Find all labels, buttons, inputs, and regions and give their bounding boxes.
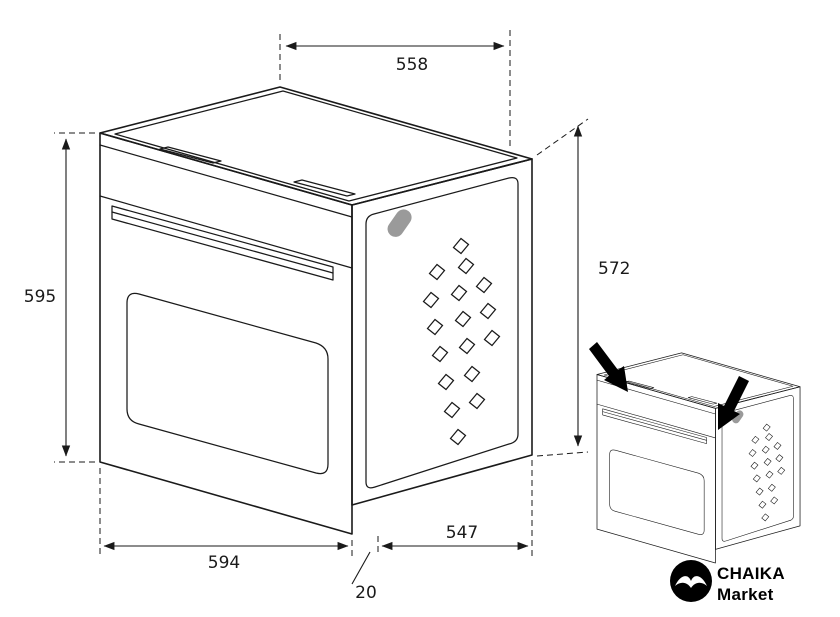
dimension-front-width: 594 [99,468,353,573]
logo-text-line1: CHAIKA [717,564,785,583]
dimension-depth: 547 [377,460,533,556]
dim-top-width-label: 558 [396,55,428,75]
side-panel-inset [365,177,519,489]
dimension-door-offset: 20 [351,551,377,603]
oven-front-face [99,132,353,535]
side-perforation-pattern [422,237,501,446]
top-vent-slot-right [293,179,356,197]
side-gray-mark [387,209,412,237]
door-window [126,292,329,475]
front-top-frame-line [99,144,353,218]
brand-logo: CHAIKA Market [670,560,785,604]
control-panel-divider [99,195,353,269]
oven-isometric-view [99,86,533,535]
dimension-top-width: 558 [279,30,511,146]
install-arrow-left-icon [589,342,628,392]
oven-small-view [597,353,800,563]
dim-side-height-label: 572 [598,259,630,279]
oven-side-face [351,158,533,506]
dim-depth-label: 547 [446,523,478,543]
dimension-annotations: 558 595 572 594 547 20 [24,30,630,603]
dimension-side-height: 572 [536,118,630,457]
install-arrow-right-icon [718,376,749,430]
door-handle-edge [111,211,334,274]
dim-front-width-label: 594 [208,553,240,573]
top-vent-slot-left [159,146,222,164]
dimension-front-height: 595 [24,132,95,463]
logo-bird-icon [675,576,707,588]
logo-text-line2: Market [717,585,774,604]
oven-top-face-inset [114,90,518,202]
dim-front-height-label: 595 [24,287,56,307]
door-handle [111,205,334,281]
dim-door-offset-label: 20 [355,583,377,603]
